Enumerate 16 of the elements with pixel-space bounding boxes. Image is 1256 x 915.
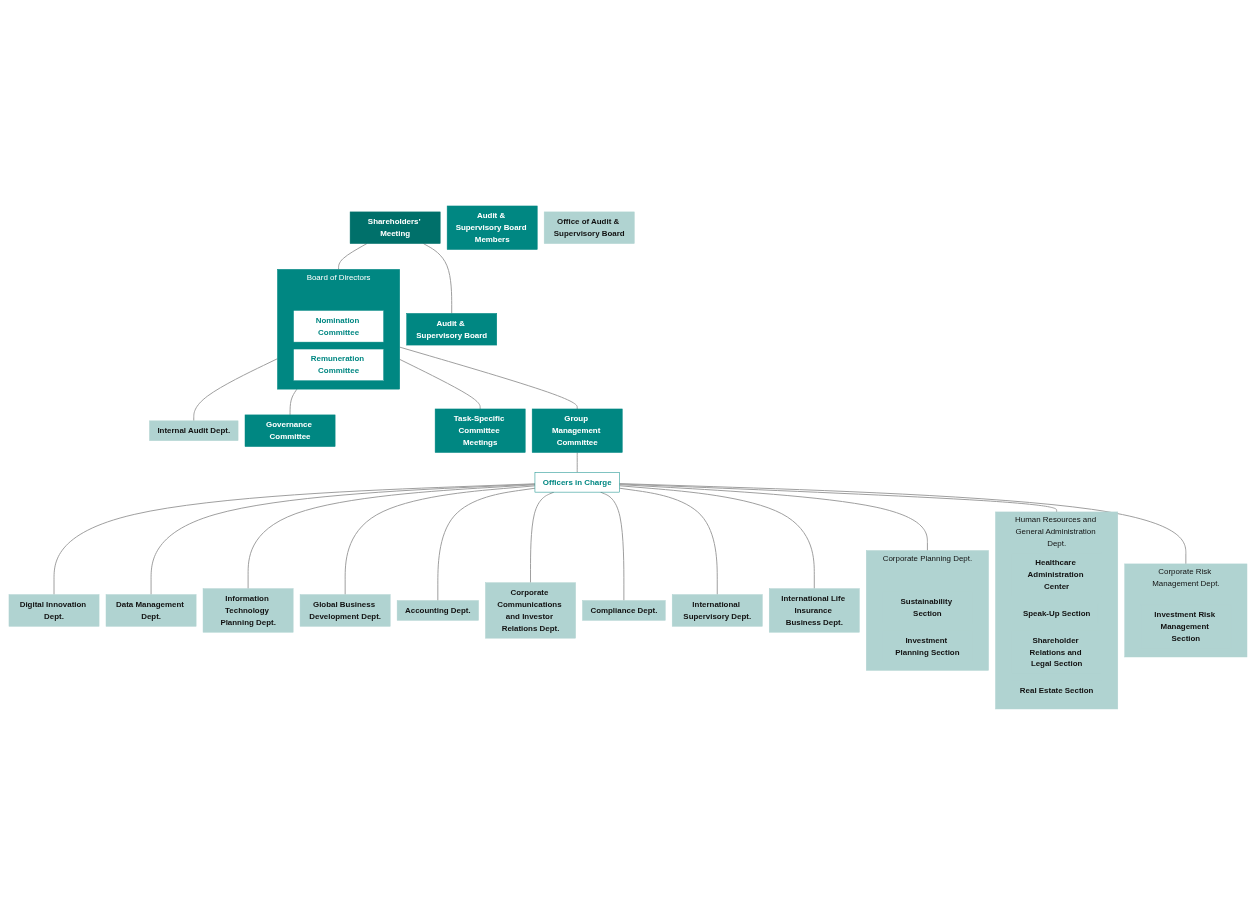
connector [338, 243, 368, 270]
connector [344, 485, 536, 596]
connector [422, 243, 453, 314]
connector [247, 484, 536, 590]
connector [53, 483, 536, 596]
connector [619, 483, 1187, 565]
connector [576, 452, 578, 473]
connector [619, 485, 815, 590]
connector [399, 346, 578, 410]
connector [619, 483, 1058, 513]
connector [150, 483, 536, 596]
connector [193, 358, 278, 422]
connector [399, 358, 481, 410]
connector [619, 487, 718, 596]
connector [289, 388, 298, 416]
connector [437, 487, 536, 602]
